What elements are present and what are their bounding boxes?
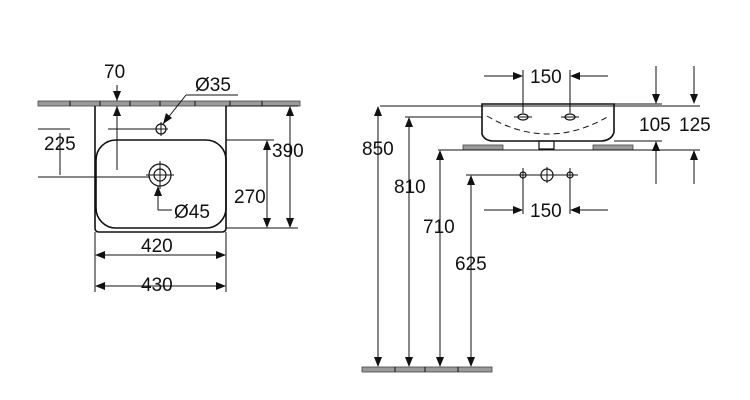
dim-height-105-label: 105 bbox=[639, 115, 671, 136]
dim-total-width: 430 bbox=[95, 275, 226, 296]
plan-view: 70 Ø35 225 Ø45 bbox=[37, 62, 304, 296]
dim-waste-label: Ø45 bbox=[174, 202, 210, 223]
side-basin-outline bbox=[481, 103, 615, 142]
dim-810-label: 810 bbox=[394, 177, 426, 198]
waste-outlet bbox=[146, 161, 174, 189]
tap-hole bbox=[154, 122, 168, 136]
dim-tap-hole: Ø35 bbox=[162, 75, 238, 125]
dim-rim-height: 850 bbox=[362, 106, 394, 367]
side-fixing-right bbox=[592, 144, 634, 151]
dim-basin-width: 420 bbox=[94, 232, 227, 292]
dim-total-width-label: 430 bbox=[141, 275, 173, 296]
side-bowl-hidden bbox=[486, 115, 610, 135]
dim-tap-depth-label: 225 bbox=[44, 134, 76, 155]
plan-wall-line bbox=[37, 100, 301, 107]
dim-height-105: 105 bbox=[614, 66, 671, 184]
dim-625-label: 625 bbox=[455, 254, 487, 275]
dim-basin-depth: 270 bbox=[226, 139, 274, 228]
basin-outline bbox=[94, 106, 227, 233]
dim-basin-depth-label: 270 bbox=[234, 187, 266, 208]
side-fixing-left bbox=[462, 144, 504, 151]
dim-fixing-spacing-top: 150 bbox=[484, 67, 608, 113]
dim-waste: Ø45 bbox=[154, 186, 210, 223]
basin-bowl bbox=[95, 139, 227, 229]
dim-fixing-spacing-bottom-label: 150 bbox=[530, 201, 562, 222]
dim-height-125: 125 bbox=[679, 66, 711, 184]
dim-810: 810 bbox=[394, 116, 482, 367]
dim-total-depth-label: 390 bbox=[272, 141, 304, 162]
dim-fixing-spacing-bottom: 150 bbox=[484, 201, 608, 222]
dim-625: 625 bbox=[455, 175, 487, 367]
dim-tap-hole-label: Ø35 bbox=[195, 75, 231, 96]
dim-710: 710 bbox=[423, 150, 455, 367]
dim-710-label: 710 bbox=[423, 217, 455, 238]
dim-basin-width-label: 420 bbox=[141, 236, 173, 257]
dim-rim-height-label: 850 bbox=[362, 139, 394, 160]
dim-total-depth: 390 bbox=[226, 105, 304, 229]
dim-fixing-spacing-top-label: 150 bbox=[530, 67, 562, 88]
side-waste-stub bbox=[538, 140, 555, 150]
side-tap-holes bbox=[514, 113, 579, 121]
dim-tap-offset: 70 bbox=[104, 62, 154, 170]
side-view: 150 105 125 bbox=[361, 66, 711, 373]
dim-height-125-label: 125 bbox=[679, 115, 711, 136]
floor-line bbox=[361, 366, 493, 373]
dim-tap-depth: 225 bbox=[38, 128, 150, 178]
side-fixing-points bbox=[466, 167, 578, 214]
dim-tap-offset-label: 70 bbox=[104, 62, 125, 83]
